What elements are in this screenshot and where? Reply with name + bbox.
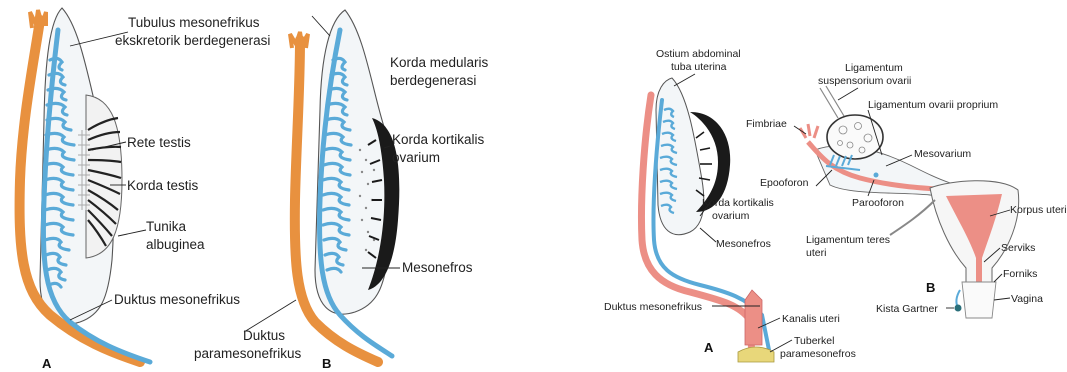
label-korda-kortikalis-1: Korda kortikalis [392,132,485,147]
label-duktus-mesonefrikus-right: Duktus mesonefrikus [604,301,702,313]
label-parooforon: Parooforon [852,197,904,209]
label-ostium-2: tuba uterina [671,61,727,73]
right-panel-b-label: B [926,280,935,295]
label-lig-teres-1: Ligamentum teres [806,234,890,246]
label-tunika-1: Tunika [146,219,187,234]
label-ostium-1: Ostium abdominal [656,48,741,60]
tuberkel [738,347,774,362]
label-forniks: Forniks [1003,268,1037,280]
label-vagina: Vagina [1011,293,1043,305]
cervical-canal [976,258,982,282]
label-korda-testis: Korda testis [127,178,199,193]
label-fimbriae: Fimbriae [746,118,787,130]
fimbriae-right [800,124,818,138]
label-duktus-para-2: paramesonefrikus [194,346,302,361]
label-lig-ovarii-proprium: Ligamentum ovarii proprium [868,99,998,111]
label-duktus-mesonefrikus-left: Duktus mesonefrikus [114,292,240,307]
label-tubulus-1: Tubulus mesonefrikus [128,15,260,30]
label-mesonefros-right: Mesonefros [716,238,771,250]
label-korda-medularis-2: berdegenerasi [390,73,476,88]
label-korda-medularis-1: Korda medularis [390,55,489,70]
label-tunika-2: albuginea [146,237,205,252]
left-panel-b: B [290,10,399,371]
label-korpus-uteri: Korpus uteri [1010,204,1067,216]
label-korda-kortikalis-right-1: Korda kortikalis [702,197,774,209]
label-lig-suspensorium-2: suspensorium ovarii [818,75,911,87]
panel-b-label: B [322,356,331,371]
label-tubulus-2: ekskretorik berdegenerasi [115,33,270,48]
label-kista-gartner: Kista Gartner [876,303,938,315]
vagina-shape [962,282,996,318]
label-tuberkel-2: paramesonefros [780,348,856,360]
label-serviks: Serviks [1001,242,1035,254]
label-epooforon: Epooforon [760,177,809,189]
panel-a-label: A [42,356,52,371]
label-tuberkel-1: Tuberkel [794,335,834,347]
label-lig-teres-2: uteri [806,247,826,259]
label-duktus-para-1: Duktus [243,328,285,343]
kanalis-uteri [745,290,762,345]
ovary-b [827,115,883,159]
lig-suspensorium [820,86,844,118]
label-kanalis-uteri: Kanalis uteri [782,313,840,325]
label-rete-testis: Rete testis [127,135,191,150]
right-panel-a-label: A [704,340,714,355]
label-lig-suspensorium-1: Ligamentum [845,62,903,74]
gartner-cyst [955,305,962,312]
label-korda-kortikalis-2: ovarium [392,150,440,165]
label-mesovarium: Mesovarium [914,148,971,160]
label-korda-kortikalis-right-2: ovarium [712,210,750,222]
right-panel-b: B [800,86,1019,318]
parooforon-mark [874,173,879,178]
label-mesonefros-left: Mesonefros [402,260,473,275]
